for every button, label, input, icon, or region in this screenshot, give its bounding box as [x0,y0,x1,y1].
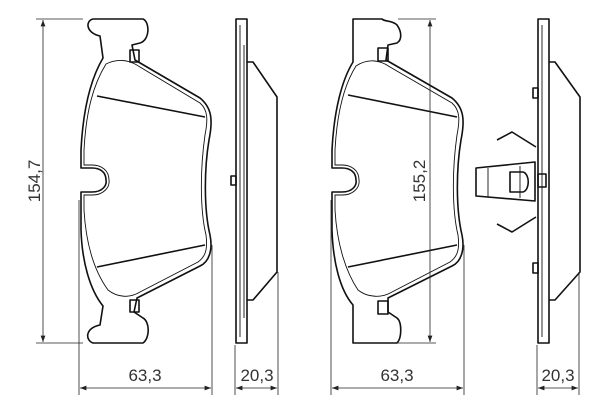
right-pad-front-view [331,18,464,344]
right-pad-groove-top [347,94,458,118]
right-pad-tab-top [377,47,389,62]
left-pad-side-friction [247,61,278,301]
dimension-thickness-right: 20,3 [536,272,580,395]
left-pad-tab-bottom [129,299,140,313]
dimension-height-right: 155,2 [398,18,436,344]
height-label-right: 155,2 [410,160,429,203]
thickness-label-left: 20,3 [240,366,273,385]
left-pad-groove-bottom [96,244,206,268]
left-pad-side-view [230,18,278,344]
height-label-left: 154,7 [25,160,44,203]
right-pad-side-plate [537,18,550,344]
thickness-label-right: 20,3 [541,366,574,385]
left-pad-side-tab [230,175,237,186]
right-pad-groove-bottom [347,244,458,268]
right-pad-friction-material [334,60,460,297]
left-pad-front-view [80,18,212,344]
right-pad-tab-bottom [377,300,389,315]
left-pad-friction-material [83,60,208,297]
dimension-height-left: 154,7 [25,18,83,344]
left-pad-tab-top [129,49,140,63]
width-label-left: 63,3 [128,366,161,385]
wear-sensor-clip [475,131,547,233]
right-pad-side-tab-bottom [532,262,539,274]
left-pad-side-plate [235,18,248,344]
right-pad-backing-plate [331,18,464,344]
dimension-width-left: 63,3 [78,200,213,395]
left-pad-backing-plate [80,18,212,344]
right-pad-side-friction [549,61,581,301]
width-label-right: 63,3 [380,366,413,385]
dimension-width-right: 63,3 [330,200,465,395]
left-pad-groove-top [96,95,206,118]
right-pad-side-view [475,18,581,344]
dimension-thickness-left: 20,3 [234,272,279,395]
right-pad-side-tab-top [532,87,539,99]
